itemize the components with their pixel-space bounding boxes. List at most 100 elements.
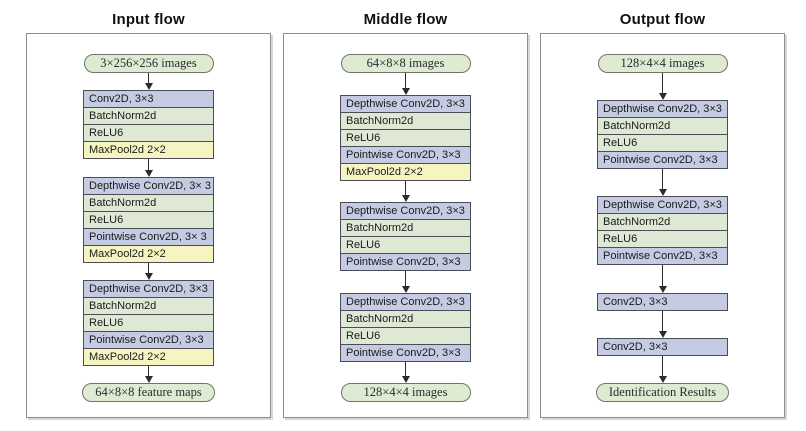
- arrow-line: [147, 262, 150, 274]
- block-row: Conv2D, 3×3: [597, 337, 728, 356]
- block-row: Pointwise Conv2D, 3×3: [340, 343, 471, 362]
- block-row: BatchNorm2d: [597, 117, 728, 136]
- block-row: ReLU6: [597, 134, 728, 153]
- flow-arrow: [658, 73, 667, 101]
- block-row: ReLU6: [83, 210, 214, 229]
- block-row: Pointwise Conv2D, 3×3: [597, 151, 728, 170]
- arrow-line: [404, 361, 407, 377]
- block-node: Conv2D, 3×3: [597, 337, 728, 356]
- block-row: ReLU6: [340, 128, 471, 147]
- arrow-head-icon: [401, 87, 410, 95]
- flow-arrow: [401, 361, 410, 383]
- arrow-head-icon: [401, 285, 410, 293]
- arrow-line: [661, 73, 664, 95]
- arrow-line: [404, 73, 407, 89]
- flow-arrow: [658, 310, 667, 338]
- block-row: ReLU6: [83, 124, 214, 143]
- block-row: Depthwise Conv2D, 3× 3: [83, 176, 214, 195]
- arrow-line: [661, 310, 664, 332]
- arrow-head-icon: [658, 330, 667, 338]
- arrow-line: [147, 159, 150, 171]
- arrow-line: [661, 169, 664, 191]
- block-row: ReLU6: [340, 236, 471, 254]
- terminal-node: 128×4×4 images: [597, 54, 728, 73]
- arrow-head-icon: [658, 93, 667, 101]
- block-row: BatchNorm2d: [83, 107, 214, 126]
- block-row: MaxPool2d 2×2: [83, 244, 214, 263]
- block-row: Depthwise Conv2D, 3×3: [597, 196, 728, 215]
- block-row: BatchNorm2d: [340, 219, 471, 237]
- arrow-line: [147, 365, 150, 377]
- block-row: Conv2D, 3×3: [83, 90, 214, 109]
- arrow-head-icon: [401, 195, 410, 202]
- block-row: BatchNorm2d: [83, 296, 214, 315]
- flow-arrow: [144, 365, 153, 383]
- block-row: MaxPool2d 2×2: [83, 347, 214, 366]
- flow-arrow: [658, 265, 667, 293]
- flow-arrow: [144, 262, 153, 280]
- flow-arrow: [401, 73, 410, 95]
- flow-arrow: [401, 180, 410, 202]
- block-row: BatchNorm2d: [597, 213, 728, 232]
- block-row: Depthwise Conv2D, 3×3: [340, 202, 471, 220]
- arrow-head-icon: [658, 285, 667, 293]
- terminal-node: 3×256×256 images: [83, 54, 214, 73]
- block-row: Depthwise Conv2D, 3×3: [83, 279, 214, 298]
- block-row: Pointwise Conv2D, 3×3: [597, 247, 728, 266]
- block-row: Pointwise Conv2D, 3×3: [83, 330, 214, 349]
- block-row: Depthwise Conv2D, 3×3: [340, 292, 471, 311]
- arrow-line: [147, 73, 150, 85]
- block-row: Depthwise Conv2D, 3×3: [597, 100, 728, 119]
- column-title-input: Input flow: [112, 11, 185, 28]
- flow-arrow: [401, 271, 410, 293]
- flow-arrow: [658, 355, 667, 384]
- flow-arrow: [144, 73, 153, 91]
- block-row: MaxPool2d 2×2: [83, 141, 214, 160]
- block-row: Depthwise Conv2D, 3×3: [340, 94, 471, 113]
- terminal-node: 64×8×8 feature maps: [82, 383, 215, 402]
- arrow-head-icon: [144, 169, 153, 177]
- block-row: Pointwise Conv2D, 3× 3: [83, 227, 214, 246]
- terminal-node: 64×8×8 images: [340, 54, 471, 73]
- arrow-head-icon: [144, 272, 153, 280]
- block-row: Pointwise Conv2D, 3×3: [340, 253, 471, 271]
- arrow-head-icon: [401, 376, 410, 383]
- block-node: Conv2D, 3×3: [597, 292, 728, 311]
- block-row: Pointwise Conv2D, 3×3: [340, 145, 471, 164]
- block-row: BatchNorm2d: [340, 309, 471, 328]
- arrow-line: [661, 265, 664, 287]
- terminal-node: Identification Results: [595, 383, 730, 403]
- block-row: MaxPool2d 2×2: [340, 162, 471, 181]
- column-title-middle: Middle flow: [363, 11, 448, 28]
- flow-arrow: [658, 169, 667, 197]
- block-row: ReLU6: [597, 230, 728, 249]
- arrow-head-icon: [144, 83, 153, 91]
- arrow-line: [404, 271, 407, 287]
- block-row: Conv2D, 3×3: [597, 292, 728, 311]
- flow-arrow: [144, 159, 153, 177]
- block-row: BatchNorm2d: [83, 193, 214, 212]
- arrow-line: [661, 355, 664, 378]
- block-row: ReLU6: [83, 313, 214, 332]
- block-row: ReLU6: [340, 326, 471, 345]
- terminal-node: 128×4×4 images: [340, 383, 471, 402]
- block-row: BatchNorm2d: [340, 111, 471, 130]
- arrow-line: [404, 180, 407, 196]
- arrow-head-icon: [658, 189, 667, 197]
- arrow-head-icon: [144, 376, 153, 383]
